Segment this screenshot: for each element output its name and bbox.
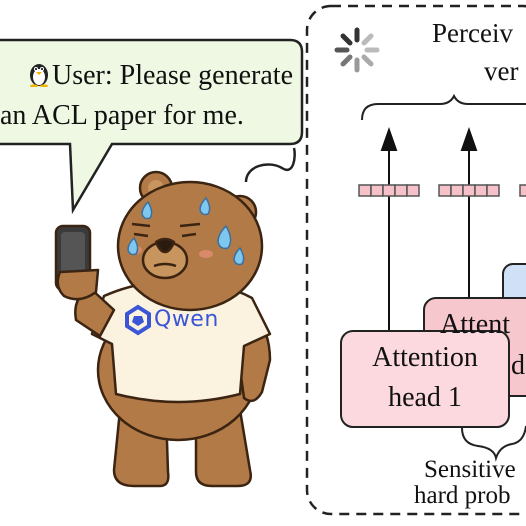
footer-line-2: hard prob [414, 482, 511, 509]
panel-header-line-2: ver [484, 56, 519, 86]
attention-head-2-line-1: Attent [440, 309, 510, 340]
attention-head-1-line-2: head 1 [388, 382, 462, 413]
speech-bubble [0, 38, 304, 215]
arrow-2 [460, 126, 478, 300]
arrow-1 [380, 126, 398, 330]
bubble-line-1: User: Please generate [52, 60, 293, 91]
footer-line-1: Sensitive [424, 456, 516, 483]
connector-squiggle [244, 147, 296, 183]
attention-head-1-box [340, 330, 510, 428]
bear-mascot [54, 170, 272, 488]
token-strip-1 [358, 184, 420, 197]
token-strip-3 [519, 184, 526, 197]
sweat-drops [127, 196, 245, 266]
panel-header-line-1: Perceiv [432, 18, 513, 48]
bubble-line-2: an ACL paper for me. [0, 100, 244, 131]
user-prompt: User: Please generate an ACL paper for m… [0, 56, 300, 136]
reasoning-panel [305, 4, 526, 516]
loading-spinner-icon [334, 27, 380, 73]
footer-brace [461, 425, 526, 462]
penguin-icon [30, 64, 48, 87]
attention-head-2-line-2: d [511, 350, 525, 381]
token-strip-2 [438, 184, 500, 197]
qwen-logo-icon [125, 304, 151, 336]
shirt-logo-text: Qwen [154, 307, 219, 332]
header-brace [361, 93, 526, 121]
attention-head-1-line-1: Attention [372, 342, 478, 373]
